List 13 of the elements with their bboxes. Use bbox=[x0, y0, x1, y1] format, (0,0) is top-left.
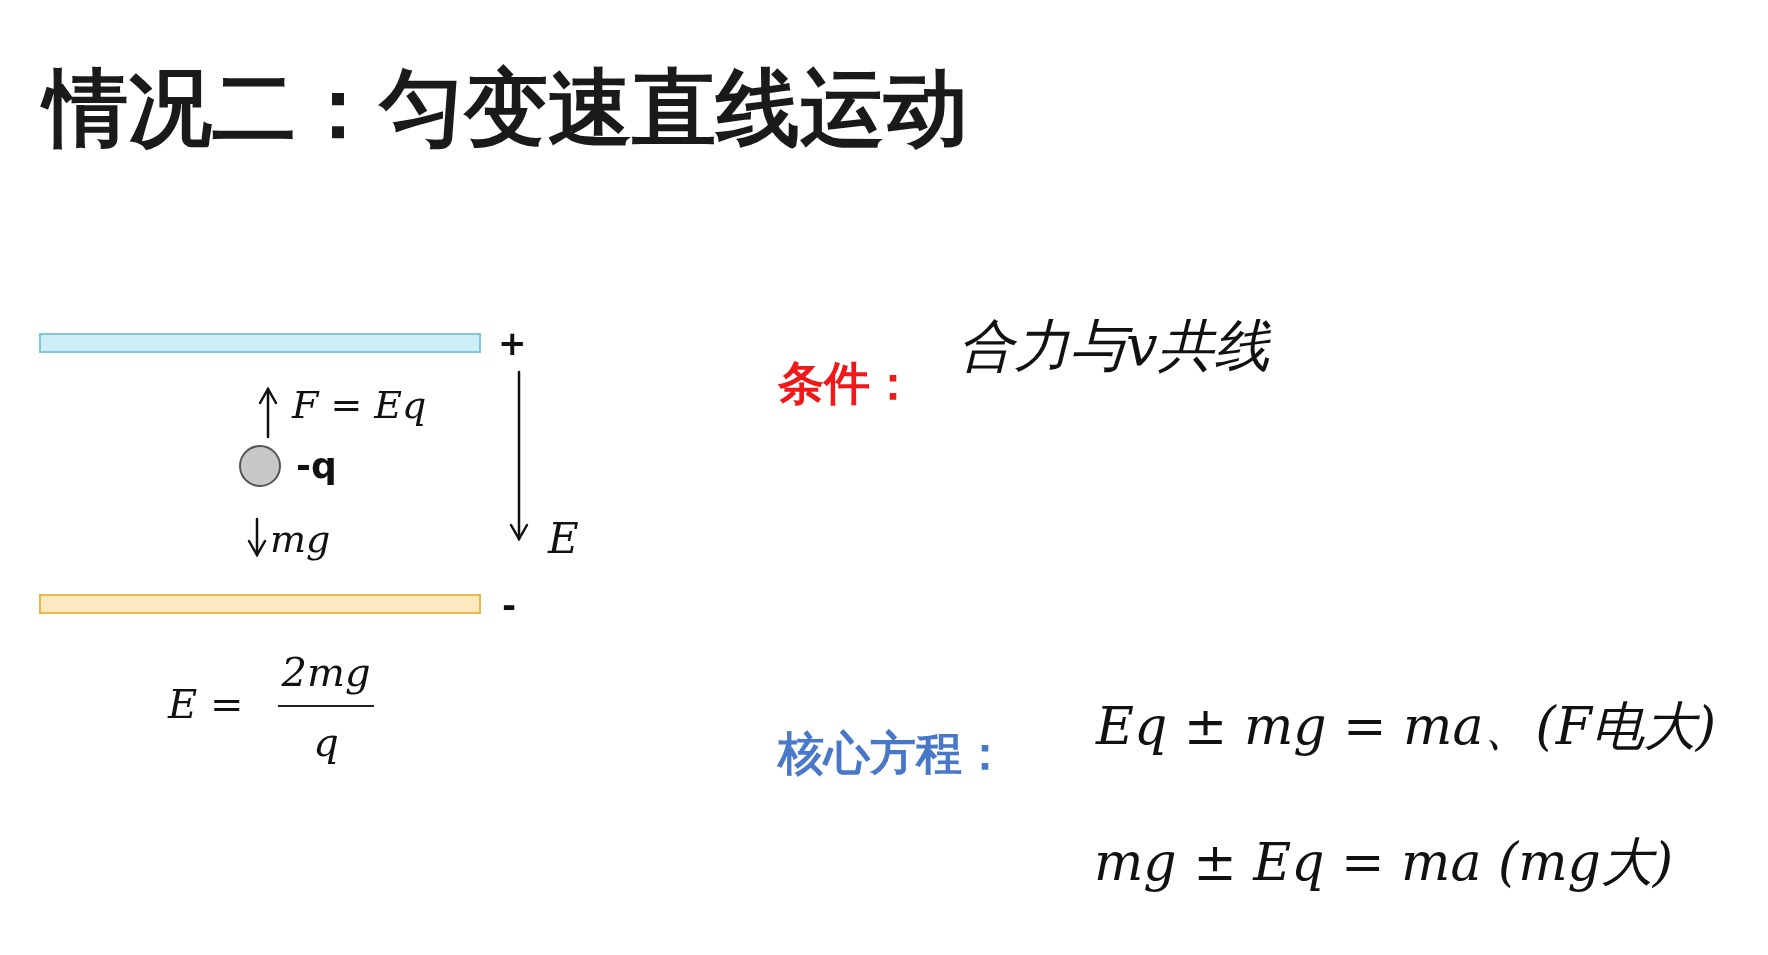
handwritten-note: 合力与v共线 bbox=[958, 318, 1270, 374]
negative-plate bbox=[39, 594, 481, 614]
charged-particle bbox=[239, 445, 281, 487]
formula-text: E = bbox=[168, 684, 244, 724]
condition-heading: 条件： bbox=[778, 360, 916, 406]
plate-sign: + bbox=[498, 326, 527, 360]
force-label: F = Eq bbox=[292, 386, 427, 424]
equation-heading: 核心方程： bbox=[778, 730, 1008, 776]
plate-sign: - bbox=[502, 588, 517, 622]
field-label: E bbox=[548, 518, 579, 560]
formula-text: q bbox=[312, 722, 340, 762]
charge-label: -q bbox=[296, 448, 337, 484]
positive-plate bbox=[39, 333, 481, 353]
